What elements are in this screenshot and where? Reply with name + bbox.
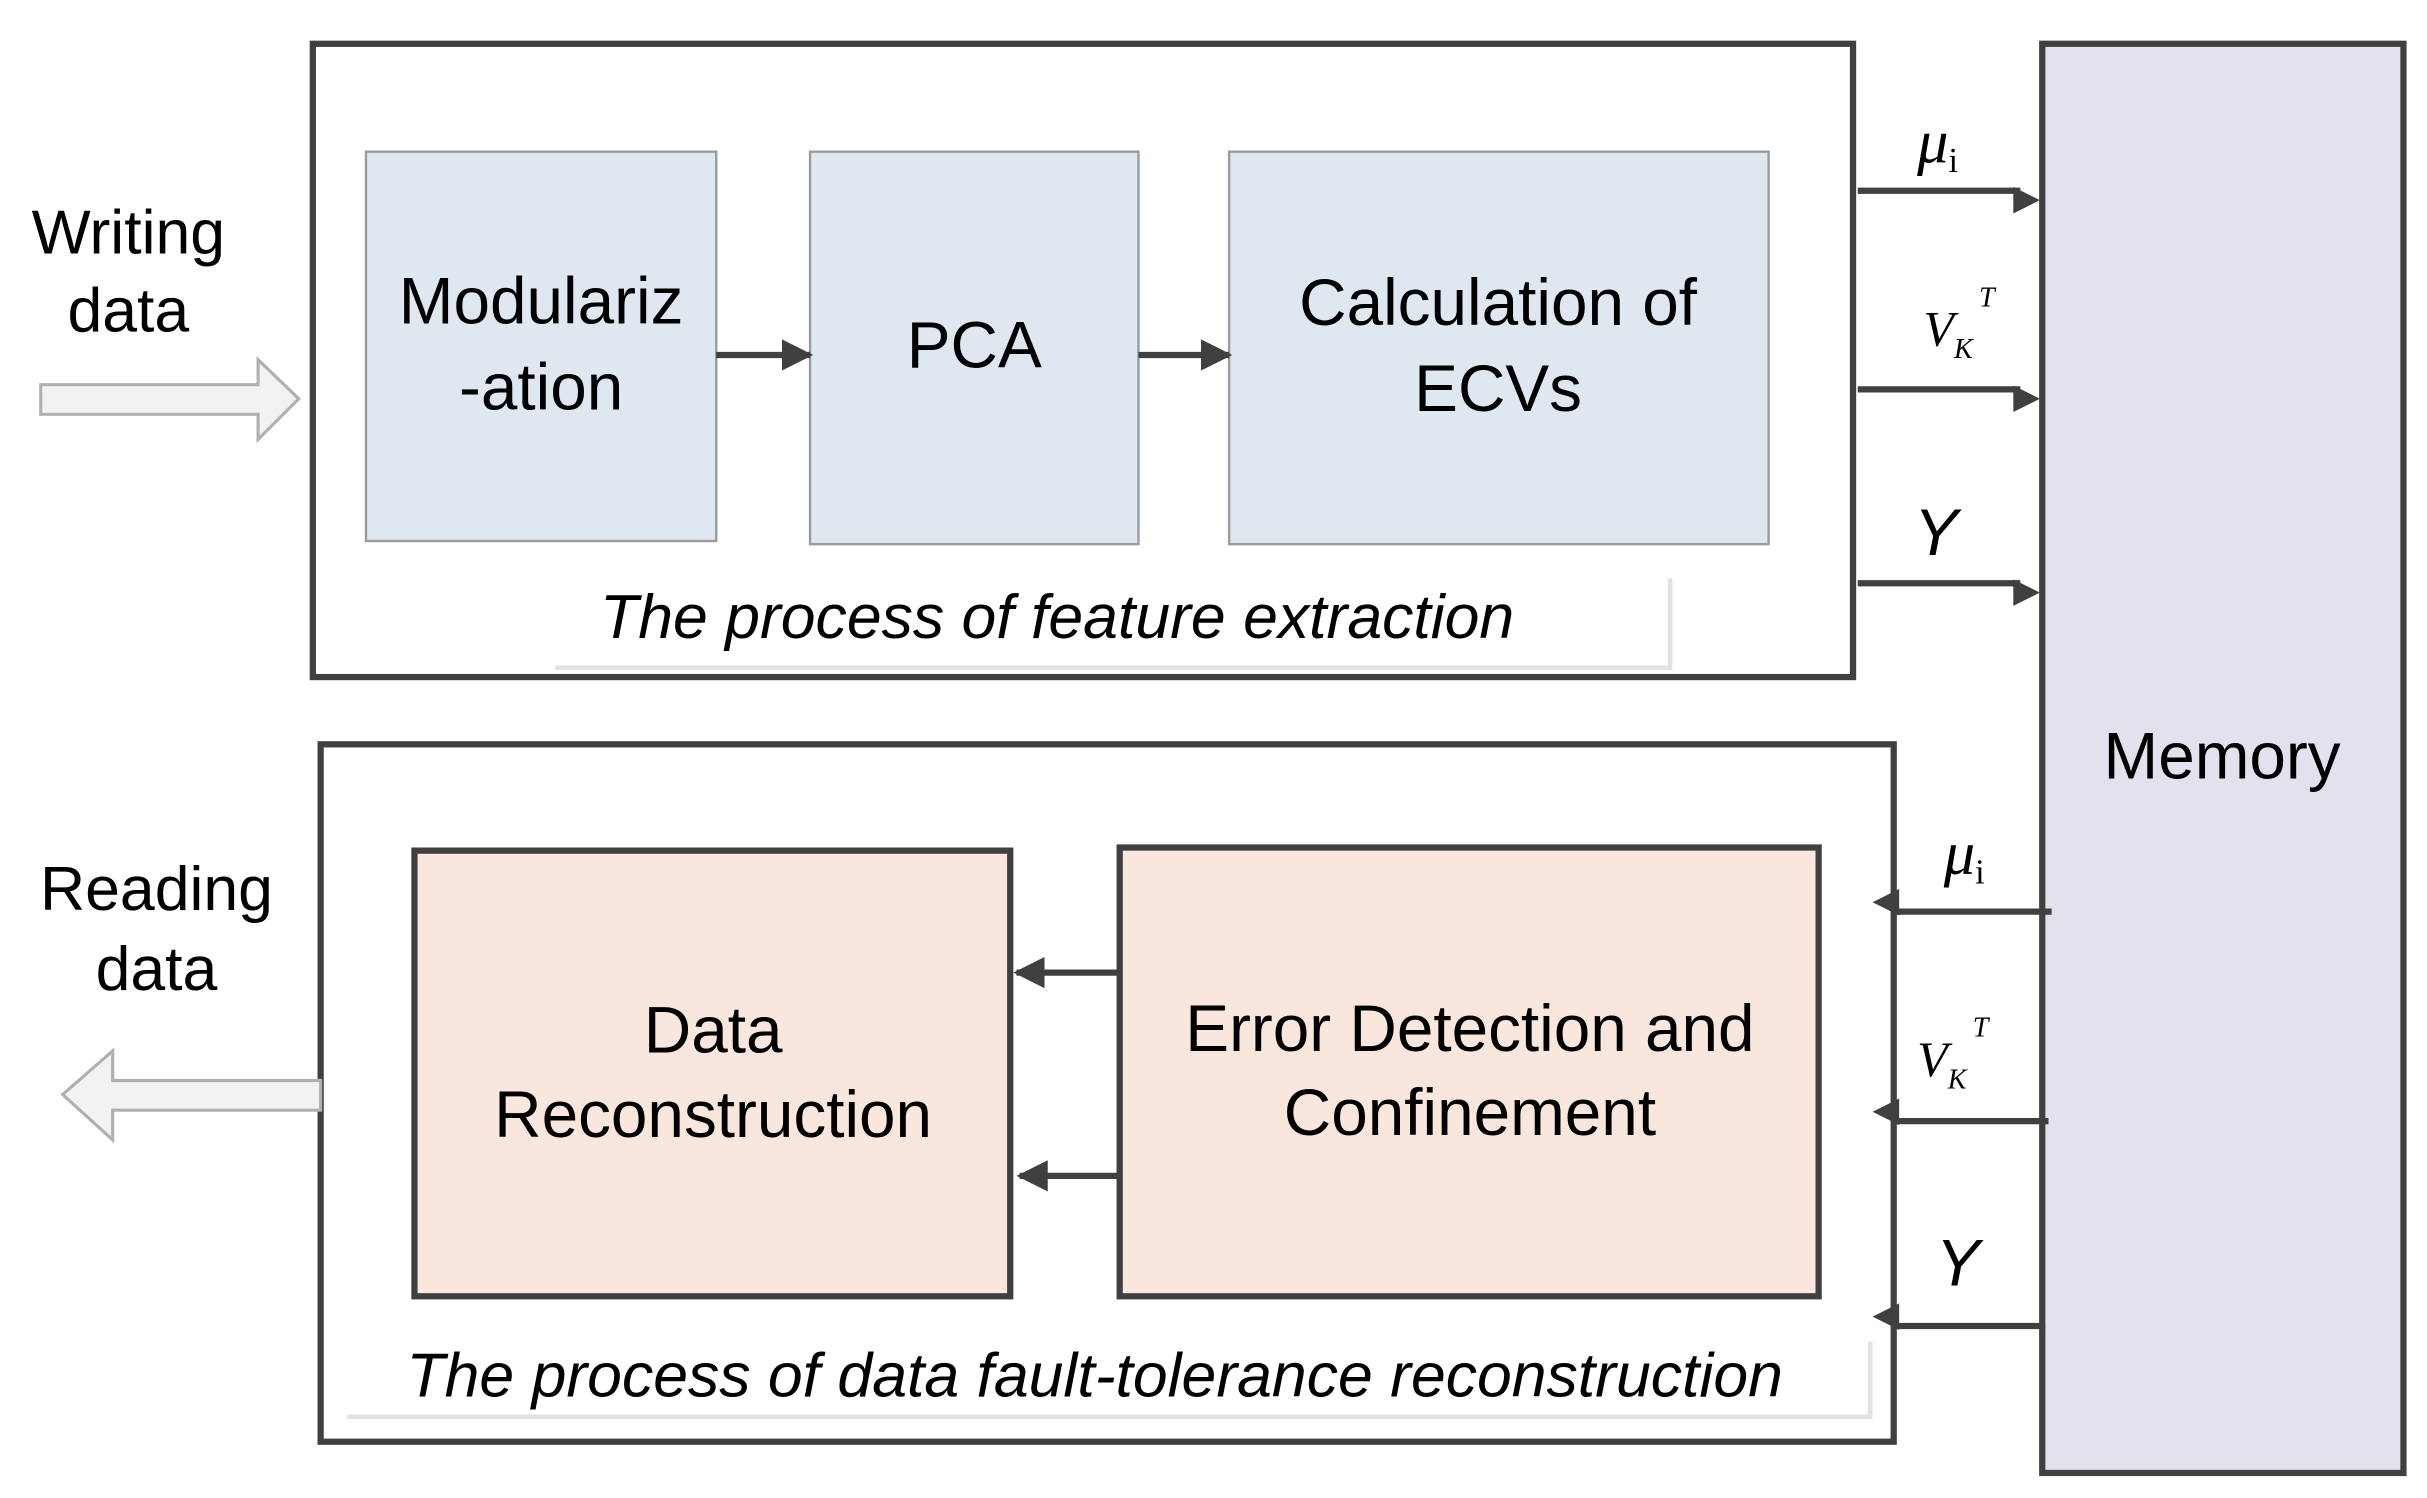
memory-block: Memory bbox=[2039, 40, 2407, 1477]
reconstruction-caption: The process of data fault-tolerance reco… bbox=[406, 1340, 1782, 1410]
block-label: Modulariz bbox=[399, 265, 684, 338]
block-label: ECVs bbox=[1414, 352, 1582, 425]
reading-data-output: Reading data bbox=[40, 854, 323, 1144]
y-label: Y bbox=[1936, 1226, 1984, 1299]
reconstruction-panel: The process of data fault-tolerance reco… bbox=[317, 741, 1897, 1445]
data-reconstruction-block: Data Reconstruction bbox=[411, 847, 1014, 1300]
writing-data-label-1: Writing bbox=[32, 197, 225, 267]
memory-label: Memory bbox=[2104, 720, 2341, 793]
error-detection-block: Error Detection and Confinement bbox=[1116, 844, 1822, 1300]
reading-data-label-1: Reading bbox=[40, 854, 273, 924]
block-label: PCA bbox=[907, 308, 1042, 381]
y-label: Y bbox=[1914, 496, 1962, 569]
block-label: Reconstruction bbox=[494, 1078, 932, 1151]
mu-label: μi bbox=[1943, 818, 1985, 891]
feature-extraction-caption: The process of feature extraction bbox=[600, 582, 1514, 652]
pca-block: PCA bbox=[808, 150, 1140, 546]
reading-data-label-2: data bbox=[96, 934, 218, 1004]
inputs-from-memory: μi VKT Y bbox=[1872, 818, 2052, 1330]
block-label: Confinement bbox=[1284, 1076, 1656, 1149]
block-label: -ation bbox=[459, 351, 623, 424]
vkt-label: VKT bbox=[1917, 1013, 1991, 1096]
ecv-calculation-block: Calculation of ECVs bbox=[1227, 150, 1770, 546]
feature-extraction-panel: The process of feature extraction Modula… bbox=[309, 40, 1857, 681]
vkt-label: VKT bbox=[1923, 282, 1997, 365]
modularization-block: Modulariz -ation bbox=[364, 150, 718, 543]
writing-data-label-2: data bbox=[67, 275, 189, 345]
block-label: Calculation of bbox=[1299, 266, 1698, 339]
block-label: Data bbox=[644, 993, 783, 1066]
hollow-right-arrow-icon bbox=[39, 355, 301, 444]
hollow-left-arrow-icon bbox=[60, 1047, 323, 1144]
writing-data-input: Writing data bbox=[32, 197, 301, 444]
block-label: Error Detection and bbox=[1185, 992, 1754, 1065]
outputs-to-memory: μi VKT Y bbox=[1857, 107, 2040, 606]
mu-label: μi bbox=[1916, 107, 1958, 180]
